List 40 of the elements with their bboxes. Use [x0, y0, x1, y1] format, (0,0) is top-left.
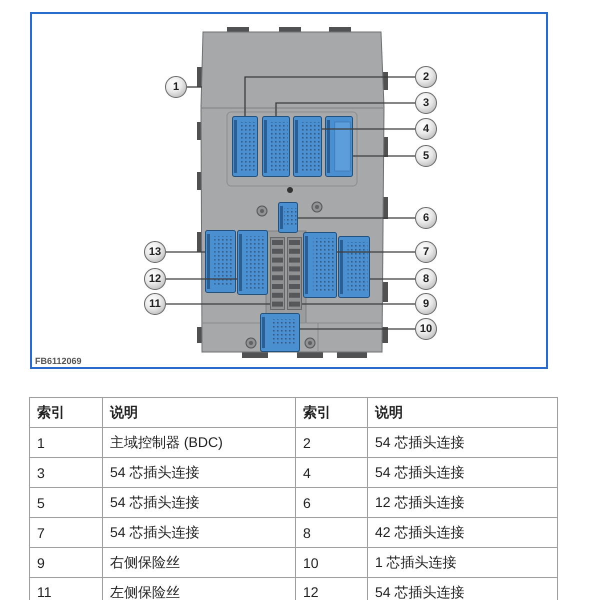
- callout-number: 3: [415, 92, 437, 114]
- table-cell: 5: [30, 488, 102, 518]
- table-cell: 12 芯插头连接: [368, 488, 558, 518]
- table-cell: 8: [296, 518, 368, 548]
- callout-number: 5: [415, 145, 437, 167]
- table-cell: 54 芯插头连接: [368, 458, 558, 488]
- table-cell: 2: [296, 428, 368, 458]
- callout-number: 9: [415, 293, 437, 315]
- table-cell: 9: [30, 548, 102, 578]
- callout-number: 2: [415, 66, 437, 88]
- leader-line: [166, 251, 205, 253]
- table-cell: 6: [296, 488, 368, 518]
- table-cell: 54 芯插头连接: [368, 428, 558, 458]
- callout-number: 10: [415, 318, 437, 340]
- table-cell: 7: [30, 518, 102, 548]
- callout-number: 11: [144, 293, 166, 315]
- figure-code: FB6112069: [35, 356, 82, 366]
- table-cell: 3: [30, 458, 102, 488]
- callout-number: 6: [415, 207, 437, 229]
- table-cell: 11: [30, 578, 102, 600]
- callout-number: 1: [165, 76, 187, 98]
- table-cell: 4: [296, 458, 368, 488]
- header-cell: 说明: [102, 398, 296, 428]
- table-cell: 54 芯插头连接: [102, 458, 296, 488]
- table-cell: 右侧保险丝: [102, 548, 296, 578]
- header-cell: 索引: [30, 398, 102, 428]
- callout-number: 4: [415, 118, 437, 140]
- table-cell: 主域控制器 (BDC): [102, 428, 296, 458]
- table-cell: 1: [30, 428, 102, 458]
- header-cell: 说明: [368, 398, 558, 428]
- table-cell: 42 芯插头连接: [368, 518, 558, 548]
- table-cell: 10: [296, 548, 368, 578]
- callout-number: 8: [415, 268, 437, 290]
- callout-number: 13: [144, 241, 166, 263]
- callout-number: 7: [415, 241, 437, 263]
- callout-number: 12: [144, 268, 166, 290]
- table-cell: 54 芯插头连接: [102, 488, 296, 518]
- table-cell: 1 芯插头连接: [368, 548, 558, 578]
- header-cell: 索引: [296, 398, 368, 428]
- table-cell: 54 芯插头连接: [102, 518, 296, 548]
